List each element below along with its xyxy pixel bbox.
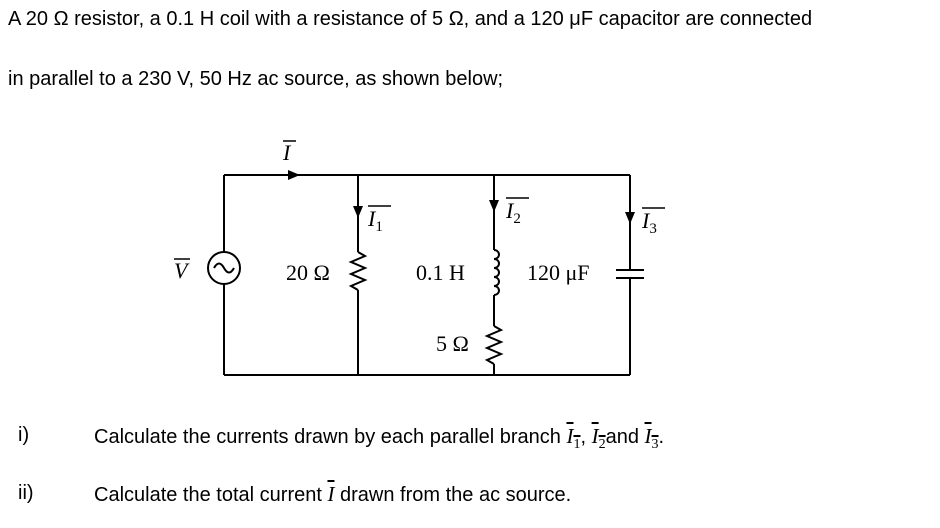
resistor-5-zigzag: [484, 325, 504, 365]
symbol-i1: I1: [566, 424, 581, 453]
label-resistor-20: 20 Ω: [286, 260, 330, 285]
label-voltage: V: [174, 258, 190, 283]
label-branch2-current: I2: [505, 198, 521, 227]
question-2-number: ii): [18, 482, 34, 504]
label-branch3-current: I3: [641, 208, 657, 237]
ac-source-wave: [213, 262, 235, 274]
inductor-coil: [493, 249, 500, 296]
ac-source-icon: [207, 251, 241, 285]
arrow-branch3-current: [625, 212, 635, 224]
arrow-branch2-current: [489, 200, 499, 212]
question-2-text: Calculate the total current I drawn from…: [94, 482, 572, 506]
arrow-branch1-current: [353, 206, 363, 218]
problem-line-1: A 20 Ω resistor, a 0.1 H coil with a res…: [8, 8, 813, 30]
label-total-current: I: [282, 140, 292, 165]
label-inductor: 0.1 H: [416, 260, 465, 285]
label-capacitor: 120 μF: [527, 260, 590, 285]
label-branch1-current: I1: [367, 206, 383, 235]
arrow-total-current: [288, 170, 300, 180]
question-1-number: i): [18, 424, 30, 446]
question-1-text: Calculate the currents drawn by each par…: [94, 424, 665, 453]
symbol-i-total: I: [327, 482, 335, 506]
resistor-20-zigzag: [348, 251, 368, 291]
label-coil-resistance: 5 Ω: [436, 331, 469, 356]
symbol-i2: I2: [591, 424, 606, 453]
symbol-i3: I3: [644, 424, 659, 453]
problem-line-2: in parallel to a 230 V, 50 Hz ac source,…: [8, 68, 504, 90]
